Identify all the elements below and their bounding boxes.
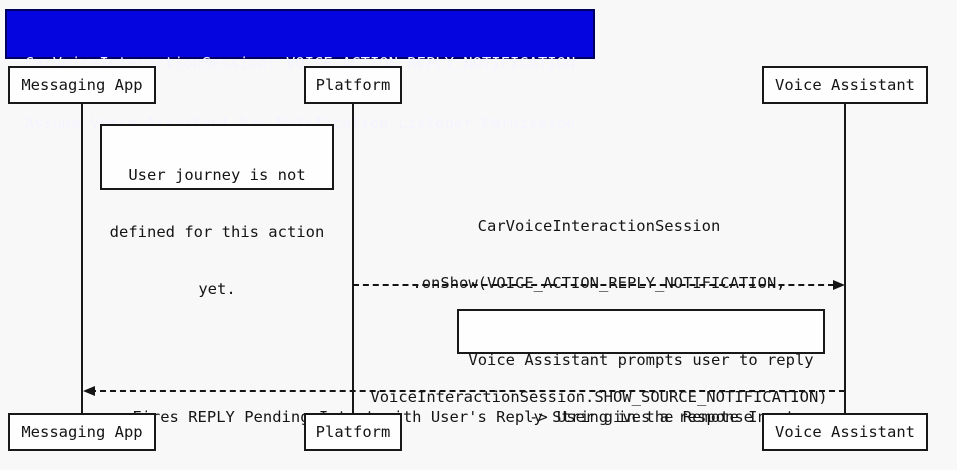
message-line: Fires REPLY Pending Intent with User's R… <box>132 408 795 426</box>
lifeline-voice-assistant <box>844 104 846 413</box>
participant-bottom-messaging-app: Messaging App <box>8 413 156 451</box>
participant-label: Messaging App <box>21 76 143 94</box>
lifeline-messaging-app <box>81 104 83 413</box>
note-prompt-response: Voice Assistant prompts user to reply ->… <box>457 309 825 426</box>
participant-label: Voice Assistant <box>775 423 915 441</box>
note-line: defined for this action <box>109 223 325 241</box>
participant-top-platform: Platform <box>304 66 402 104</box>
participant-top-messaging-app: Messaging App <box>8 66 156 104</box>
message-reply-intent-label: Fires REPLY Pending Intent with User's R… <box>82 370 845 465</box>
participant-bottom-voice-assistant: Voice Assistant <box>762 413 928 451</box>
participant-label: Voice Assistant <box>775 76 915 94</box>
participant-label: Platform <box>315 76 391 94</box>
message-line: .onShow(VOICE_ACTION_REPLY_NOTIFICATION, <box>412 274 786 292</box>
note-line: -> User gives a response <box>529 408 753 426</box>
note-line: User journey is not <box>128 166 306 184</box>
message-onshow-arrow <box>353 284 834 286</box>
lifeline-platform <box>352 104 354 413</box>
participant-label: Messaging App <box>21 423 143 441</box>
arrow-left-icon <box>83 386 95 396</box>
message-line: CarVoiceInteractionSession <box>477 217 721 235</box>
message-reply-intent-arrow <box>90 390 845 392</box>
note-user-journey: User journey is not defined for this act… <box>100 124 334 298</box>
participant-bottom-platform: Platform <box>304 413 402 451</box>
message-line: VoiceInteractionSession.SHOW_SOURCE_NOTI… <box>370 388 828 406</box>
diagram-title: CarVoiceInteractionSession: VOICE_ACTION… <box>5 9 595 132</box>
arrow-right-icon <box>833 280 845 290</box>
participant-label: Platform <box>315 423 391 441</box>
participant-top-voice-assistant: Voice Assistant <box>762 66 928 104</box>
note-line: Voice Assistant prompts user to reply <box>468 351 814 369</box>
note-line: yet. <box>198 280 236 298</box>
